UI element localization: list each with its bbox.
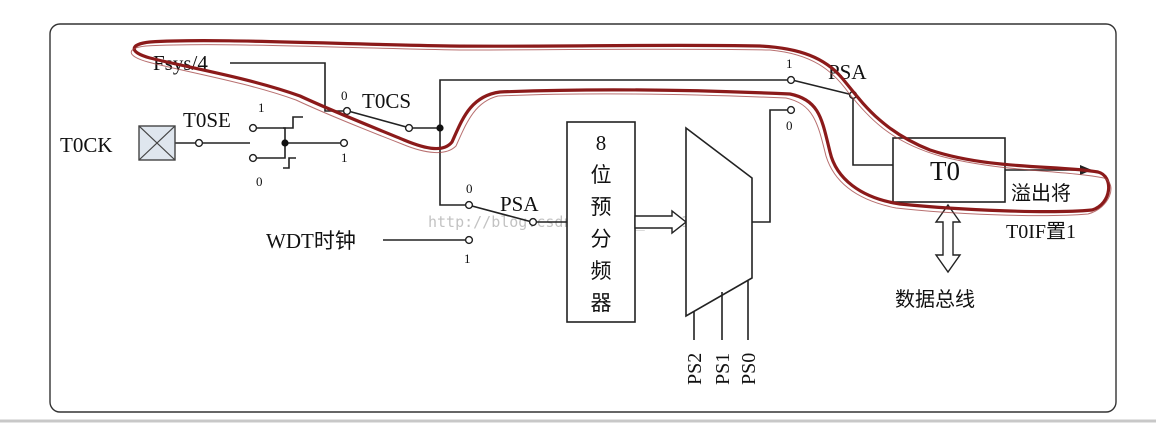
prescaler-char-6: 器 [591,291,612,315]
pin-label-psa-upper-0: 0 [786,118,793,133]
highlight-outline [132,39,1111,214]
pin-label-t0cs-1: 1 [341,150,348,165]
pin-t0se-1 [248,123,258,133]
pin-t0cs-1 [339,138,349,148]
label-t0: T0 [930,156,960,186]
prescaler-box [566,121,636,323]
pin-label-psa-lower-0: 0 [466,181,473,196]
pin-label-psa-lower-1: 1 [464,251,471,266]
label-wdt-clock: WDT时钟 [266,229,356,253]
t0cs-switch-blade [347,110,411,129]
label-t0if: T0IF置1 [1006,221,1076,243]
psa-upper-blade [791,79,854,96]
prescaler-char-3: 预 [591,195,612,219]
mux-trapezoid [685,126,753,318]
wire-t0cs-up [439,79,788,128]
psa-lower-blade [471,205,533,223]
label-t0ck: T0CK [60,133,113,157]
label-psa-mid: PSA [500,192,539,216]
label-data-bus: 数据总线 [895,288,975,311]
pin-label-t0cs-0: 0 [341,88,348,103]
pin-label-psa-upper-1: 1 [786,56,793,71]
prescaler-char-5: 频 [591,259,612,283]
data-bus-arrow-icon [934,203,962,274]
t0se-junction-dot [281,139,289,147]
falling-edge-icon [283,157,296,169]
pin-psa-lower-1 [464,235,474,245]
wire-mux-out [752,109,788,223]
label-ps1: PS1 [712,353,734,385]
t0ck-cross-b [138,125,176,161]
wire-t0se-bottom [250,143,286,159]
pin-t0se-in [194,138,204,148]
pin-t0cs-out [404,123,414,133]
label-psa-top: PSA [828,60,867,84]
wire-t0cs-down [439,128,466,206]
prescaler-char-4: 分 [591,227,612,251]
label-overflow: 溢出将 [1011,182,1071,205]
prescaler-char-1: 8 [596,131,607,155]
rising-edge-icon [283,116,303,129]
wire-psa-upper-out [852,95,893,166]
t0cs-junction-dot [436,124,444,132]
pin-psa-upper-0 [786,105,796,115]
diagram-border [49,23,1117,413]
pin-psa-upper-1 [786,75,796,85]
pin-label-t0se-0: 0 [256,174,263,189]
pin-t0cs-0 [342,106,352,116]
pin-t0se-0 [248,153,258,163]
label-ps2: PS2 [684,353,706,385]
pin-psa-lower-0 [464,200,474,210]
highlight-outline-faint [130,44,1112,217]
label-ps0: PS0 [738,353,760,385]
wire-fsys [230,62,344,112]
hollow-arrow-icon [634,209,688,235]
label-t0cs: T0CS [362,89,411,113]
prescaler-char-2: 位 [591,163,612,187]
pin-label-t0se-1: 1 [258,100,265,115]
label-fsys: Fsys/4 [153,51,208,75]
label-t0se: T0SE [183,108,231,132]
pin-psa-lower-out [528,217,538,227]
